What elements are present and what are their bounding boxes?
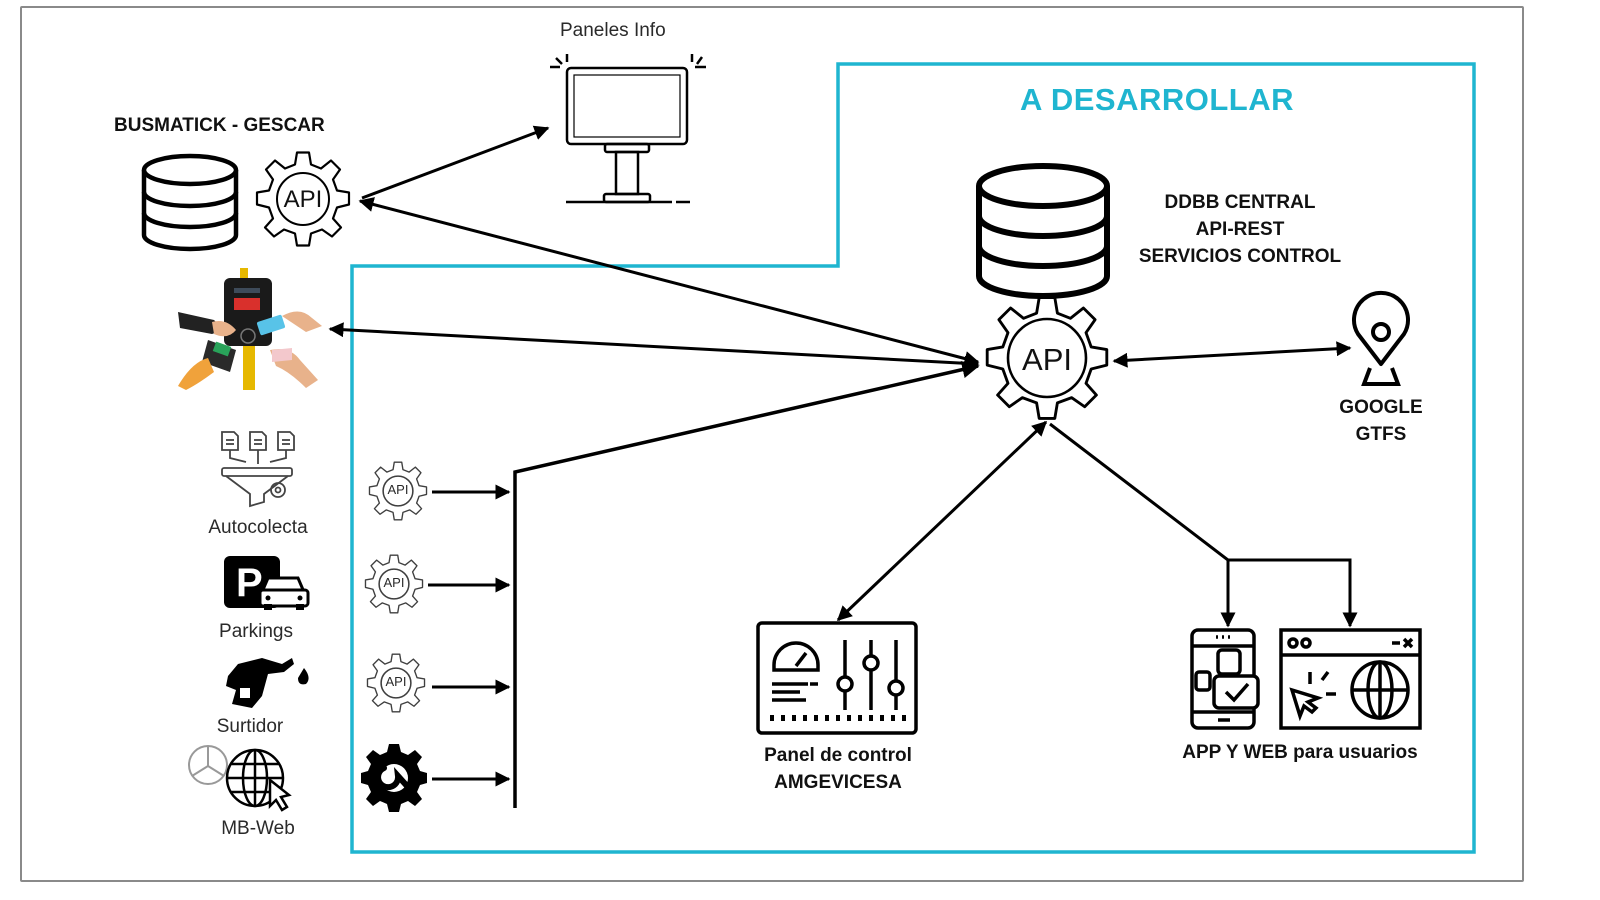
mb-web-icon xyxy=(188,745,292,812)
edge-busmatick-paneles xyxy=(361,125,550,200)
mbweb-label: MB-Web xyxy=(221,818,295,839)
panel-control-label-line-2: AMGEVICESA xyxy=(774,772,902,793)
central-api-gear-icon xyxy=(985,296,1109,420)
busmatick-api-gear-icon xyxy=(255,151,351,247)
central-label-line-3: SERVICIOS CONTROL xyxy=(1138,246,1342,267)
info-panel-monitor-icon xyxy=(550,54,706,204)
fuel-nozzle-icon xyxy=(226,658,309,708)
edge-central-google xyxy=(1112,341,1352,368)
paneles-label: Paneles Info xyxy=(560,20,666,41)
app-web-label: APP Y WEB para usuarios xyxy=(1182,742,1418,763)
edge-central-ticketing xyxy=(328,322,980,371)
diagram-frame xyxy=(20,6,1524,882)
web-browser-icon xyxy=(1279,628,1422,730)
parking-icon: P xyxy=(224,556,310,610)
map-pin-icon xyxy=(1352,290,1410,386)
surtidor-label: Surtidor xyxy=(216,716,284,737)
edge-central-app xyxy=(1049,422,1236,628)
connector-api-text-2: API xyxy=(383,575,405,590)
central-label-line-1: DDBB CENTRAL xyxy=(1164,192,1316,213)
autocolecta-data-funnel-icon xyxy=(221,431,295,508)
autocolecta-label: Autocolecta xyxy=(208,517,308,538)
mercedes-logo-icon xyxy=(188,745,228,785)
busmatick-database-icon xyxy=(141,153,239,252)
connector-api-text-3: API xyxy=(385,674,407,689)
panel-control-label-line-1: Panel de control xyxy=(764,745,912,766)
google-label: GOOGLE GTFS xyxy=(1326,394,1436,448)
svg-text:P: P xyxy=(236,561,263,605)
ticket-validator-icon xyxy=(178,268,322,390)
control-panel-icon xyxy=(756,621,918,735)
edge-central-busmatick xyxy=(358,197,980,366)
connector-api-gear-icon-1 xyxy=(368,461,428,521)
central-api-text: API xyxy=(1022,342,1072,377)
central-label-line-2: API-REST xyxy=(1195,219,1285,240)
mobile-app-icon xyxy=(1190,628,1260,730)
edge-collector-central xyxy=(513,360,980,808)
busmatick-label: BUSMATICK - GESCAR xyxy=(114,115,325,136)
connector-api-gear-icon-2 xyxy=(364,554,424,614)
connector-api-text-1: API xyxy=(387,482,409,497)
google-label-line-1: GOOGLE xyxy=(1339,397,1423,418)
busmatick-api-text: API xyxy=(283,186,323,213)
panel-control-label: Panel de control AMGEVICESA xyxy=(738,742,938,796)
central-label: DDBB CENTRAL API-REST SERVICIOS CONTROL xyxy=(1110,189,1370,270)
central-database-icon xyxy=(976,163,1110,299)
development-region-border xyxy=(350,62,1476,854)
parkings-label: Parkings xyxy=(219,621,293,642)
edge-central-web xyxy=(1228,558,1358,628)
settings-wrench-icon xyxy=(361,744,427,812)
development-region-title: A DESARROLLAR xyxy=(1020,82,1295,117)
google-label-line-2: GTFS xyxy=(1355,424,1407,445)
globe-cursor-icon xyxy=(225,748,292,812)
connector-api-gear-icon-3 xyxy=(366,653,426,713)
edge-central-panel-control xyxy=(836,420,1048,622)
